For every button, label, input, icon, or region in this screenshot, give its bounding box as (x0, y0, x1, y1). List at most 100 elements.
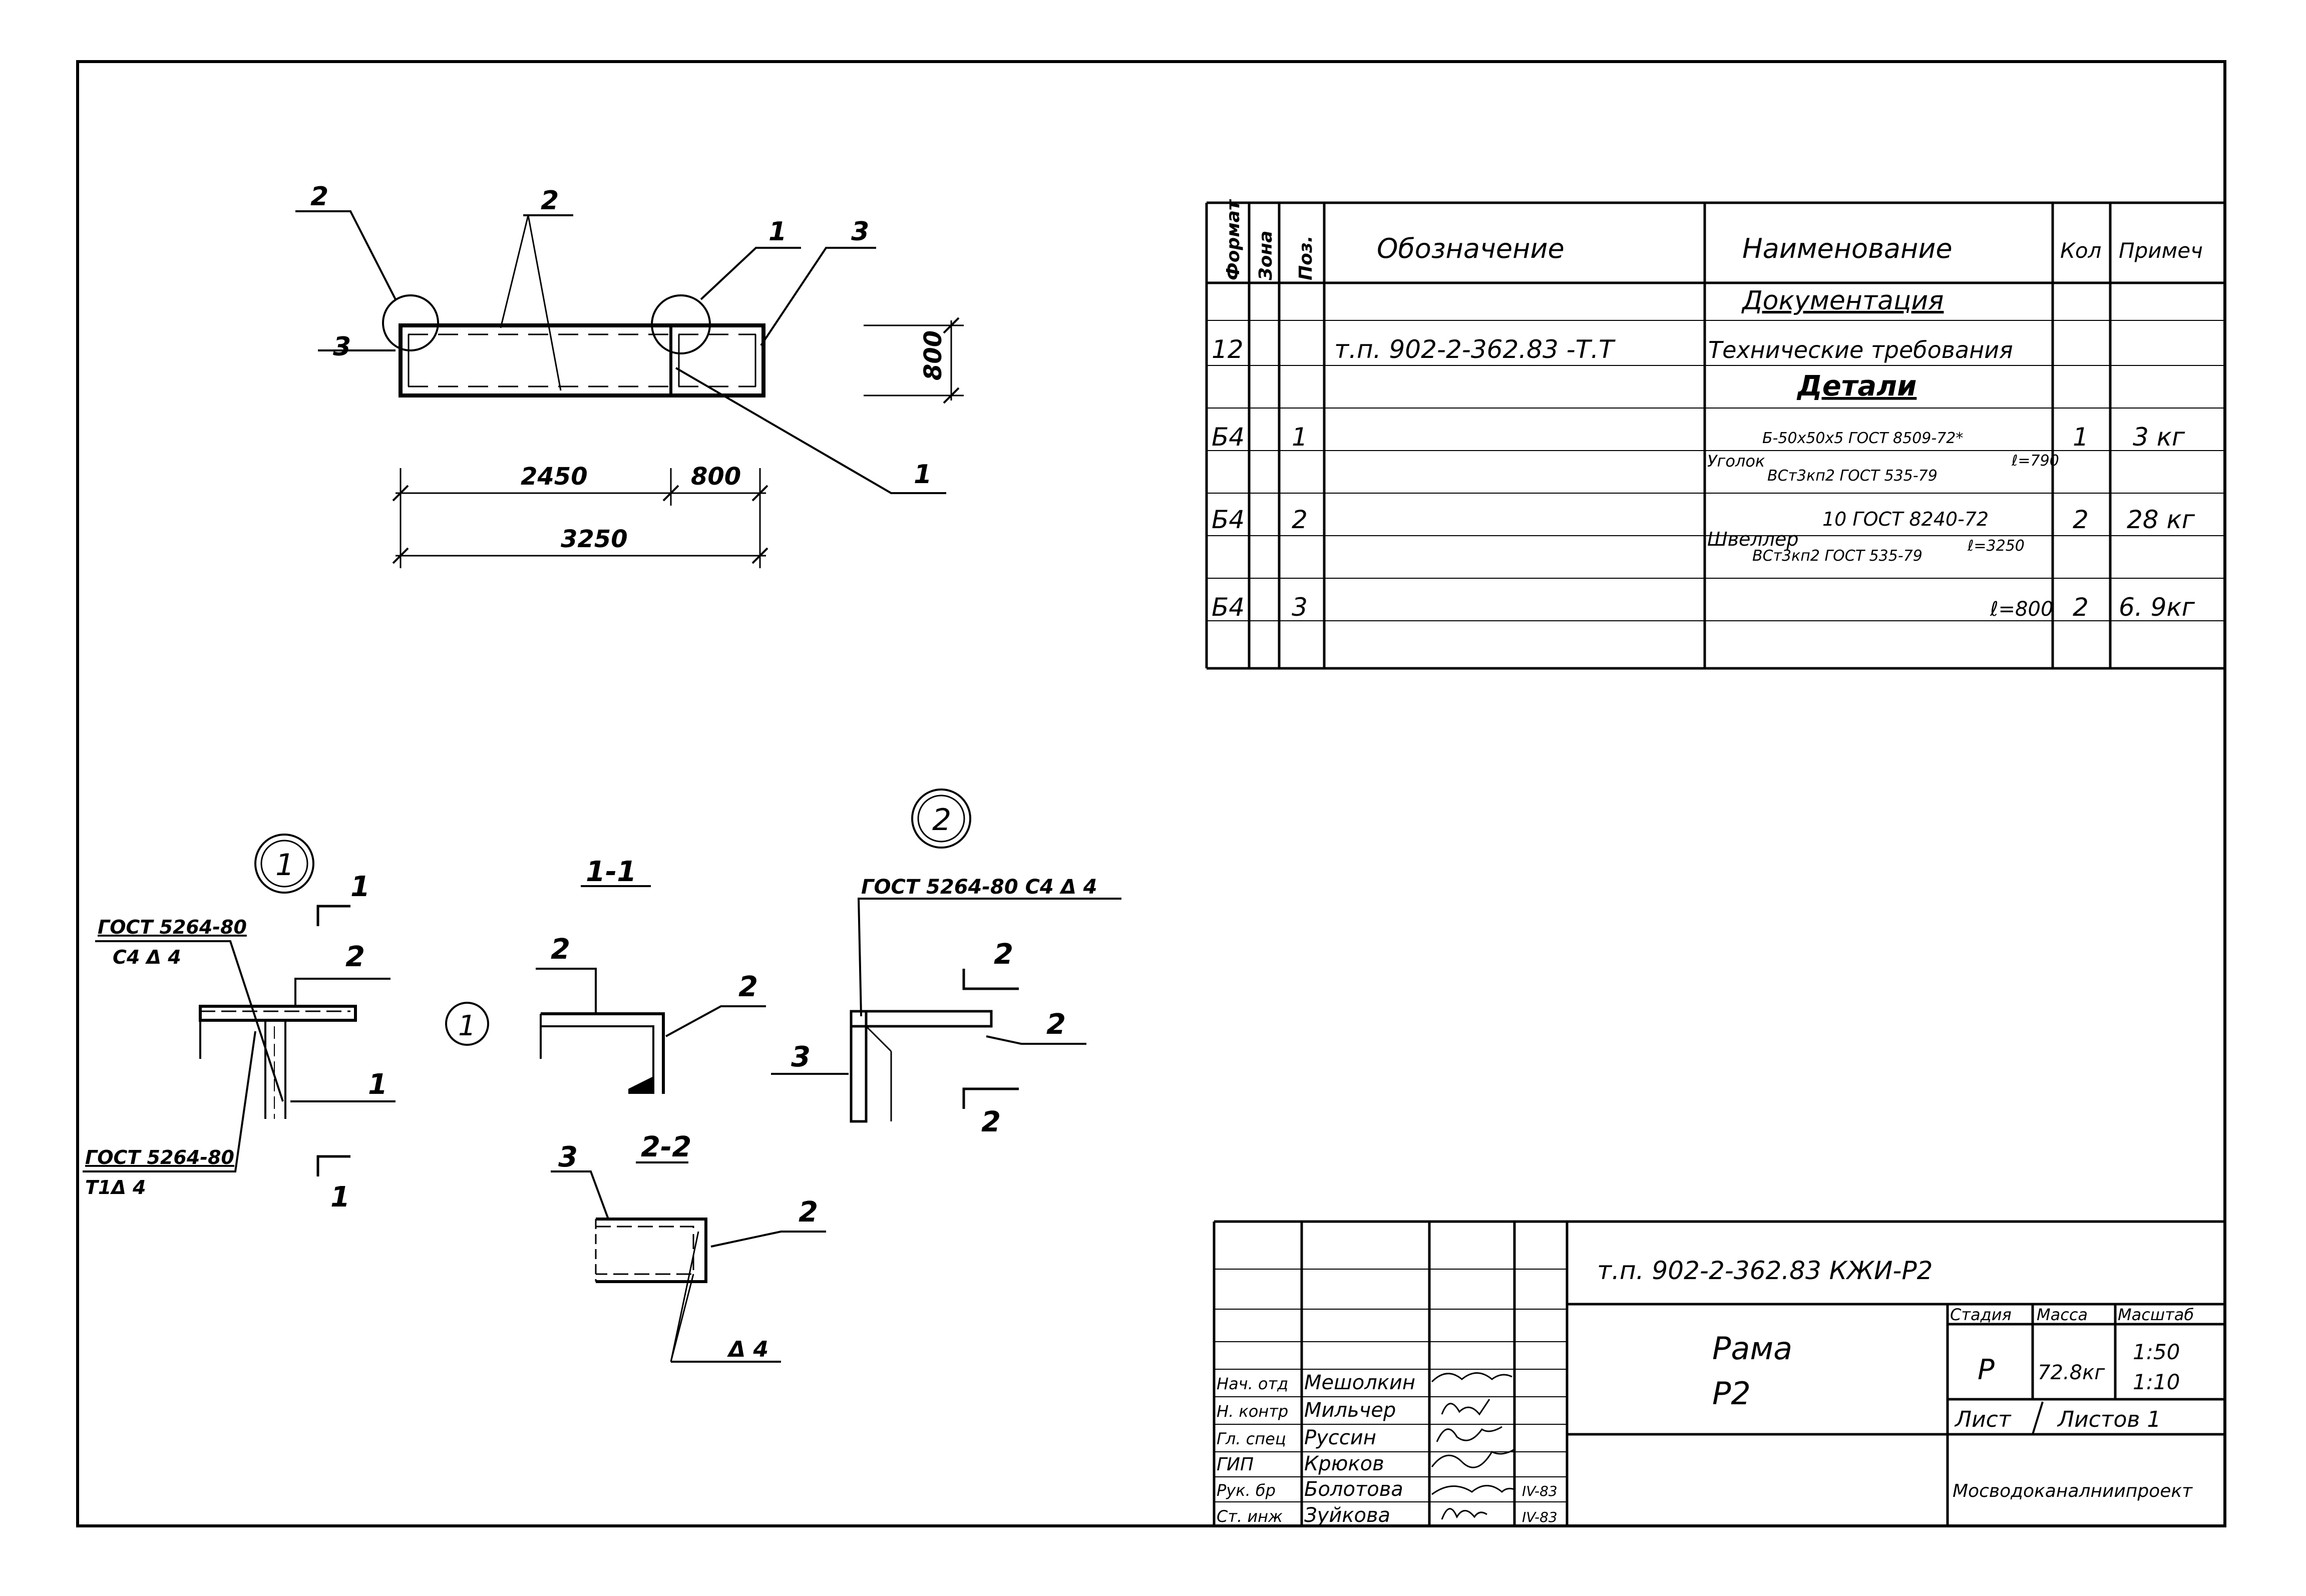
sheet-frame (76, 60, 2226, 1527)
weld-note-22: Δ 4 (727, 1337, 768, 1362)
node-circle-2 (382, 294, 439, 351)
person-name: Крюков (1304, 1452, 1384, 1475)
leader-2 (986, 1035, 1086, 1045)
mark: 1 (368, 1068, 388, 1101)
row-note: 3 кг (2133, 423, 2185, 452)
tick (943, 317, 960, 334)
row-pos: 3 (1292, 593, 1308, 622)
row-qty: 1 (2073, 423, 2089, 452)
role: Ст. инж (1217, 1507, 1283, 1526)
title-block: т.п. 902-2-362.83 КЖИ-Р2 Рама Р2 Стадия … (1213, 1220, 2225, 1527)
date: IV-83 (1522, 1509, 1558, 1525)
tick (392, 485, 409, 502)
node-circle-1 (651, 294, 711, 354)
weld-note-bottom: ГОСТ 5264-80 (85, 1146, 234, 1168)
row-qty: 2 (2073, 505, 2089, 534)
row-name-3: ВСт3кп2 ГОСТ 535-79 (1767, 467, 1938, 485)
row-format: 12 (1212, 335, 1244, 364)
frame-outline (399, 323, 765, 397)
row-name-2: 10 ГОСТ 8240-72 (1822, 508, 1989, 530)
mass-value: 72.8кг (2038, 1361, 2105, 1384)
tick (751, 485, 768, 502)
dim-text: 2450 (521, 463, 588, 491)
weld-leader-top (95, 940, 284, 1102)
plan-callout: 1 (768, 217, 787, 247)
organization: Мосводоканалниипроект (1953, 1481, 2193, 1501)
weld-fill (628, 1076, 653, 1094)
row-name-3: ВСт3кп2 ГОСТ 535-79 (1752, 547, 1923, 565)
role: Н. контр (1217, 1402, 1288, 1421)
leader-1 (536, 968, 597, 1014)
dim-text: 3250 (561, 525, 628, 553)
row-name: Швеллер (1707, 528, 1799, 550)
signature (1441, 1399, 1490, 1416)
leader-2b-1 (500, 215, 529, 328)
beam-flange (199, 1005, 357, 1022)
weld-leader-b (670, 1274, 694, 1362)
mark: 2 (981, 1106, 1001, 1138)
node-2-circle-outer (911, 788, 971, 849)
signature (1441, 1508, 1487, 1520)
col-qty-header: Кол (2060, 238, 2101, 263)
node-1-detail: 1 1 1 2 1 ГОСТ 5264-80 С4 Δ 4 ГОСТ 5264-… (83, 834, 396, 1214)
row-format: Б4 (1212, 505, 1245, 534)
mark: 3 (558, 1141, 578, 1173)
tick (662, 485, 679, 502)
cut-mark-top (962, 969, 1019, 990)
row-name: Уголок (1707, 452, 1765, 471)
section-documentation: Документация (1741, 286, 1944, 316)
post (850, 1010, 868, 1123)
person-name: Руссин (1304, 1426, 1376, 1449)
weld-note-node-2: ГОСТ 5264-80 С4 Δ 4 (861, 876, 1097, 899)
mark: 2 (994, 938, 1013, 971)
person-name: Зуйкова (1304, 1504, 1390, 1527)
plan-callout: 3 (333, 332, 351, 362)
document-code: т.п. 902-2-362.83 КЖИ-Р2 (1597, 1256, 1933, 1285)
signature (1431, 1448, 1515, 1468)
plan-callout: 3 (851, 217, 869, 247)
weld-leader-node-2 (857, 898, 1121, 1017)
cut-mark-bottom (962, 1087, 1019, 1109)
node-1-circle-outer (254, 834, 314, 894)
role: Гл. спец (1217, 1429, 1286, 1448)
leader-2 (665, 1005, 766, 1037)
mark: 1 (330, 1181, 350, 1214)
mark: 2 (799, 1196, 818, 1229)
row-designation: т.п. 902-2-362.83 -Т.Т (1334, 335, 1616, 364)
row-note: 28 кг (2127, 505, 2195, 534)
person-name: Болотова (1304, 1478, 1403, 1501)
channel-inner (541, 1025, 654, 1094)
spec-table: Формат Зона Поз. Обозначение Наименовани… (1205, 199, 2225, 670)
drawing-title-2: Р2 (1712, 1375, 1751, 1412)
tick (751, 547, 768, 564)
plan-view: 2 2 1 3 3 1 2450 800 3250 800 (295, 182, 964, 568)
plan-callout: 2 (310, 182, 328, 212)
leader-1a (700, 247, 801, 300)
signature (1431, 1372, 1512, 1383)
node-2-label: 2 (932, 803, 951, 838)
section-1-1: 1 1-1 2 2 (445, 856, 766, 1094)
section-1-marker: 1 (458, 1010, 476, 1042)
mark: 2 (1046, 1008, 1066, 1041)
channel-outer (541, 1012, 665, 1094)
sheets-label: Листов 1 (2057, 1407, 2161, 1432)
dim-text: 800 (919, 330, 947, 380)
weld-note-bottom-2: Т1Δ 4 (85, 1176, 146, 1199)
leader-2 (710, 1231, 826, 1248)
row-qty: 2 (2073, 593, 2089, 622)
section-1-1-title: 1-1 (586, 856, 636, 888)
section-1-marker-circle (445, 1002, 489, 1046)
col-pos-header: Поз. (1296, 236, 1316, 280)
section-2-2: 2-2 3 2 Δ 4 (551, 1131, 826, 1363)
leader-2a (295, 210, 397, 300)
cut-mark-bottom (316, 1155, 350, 1176)
leader-2b-2 (527, 215, 562, 391)
role: Рук. бр (1217, 1481, 1276, 1500)
row-pos: 2 (1292, 505, 1308, 534)
stage-header: Стадия (1950, 1305, 2012, 1324)
signature (1431, 1485, 1515, 1495)
node-2-circle-inner (917, 794, 965, 843)
leader-3 (551, 1170, 609, 1220)
scale-header: Масштаб (2118, 1305, 2194, 1324)
row-format: Б4 (1212, 593, 1245, 622)
